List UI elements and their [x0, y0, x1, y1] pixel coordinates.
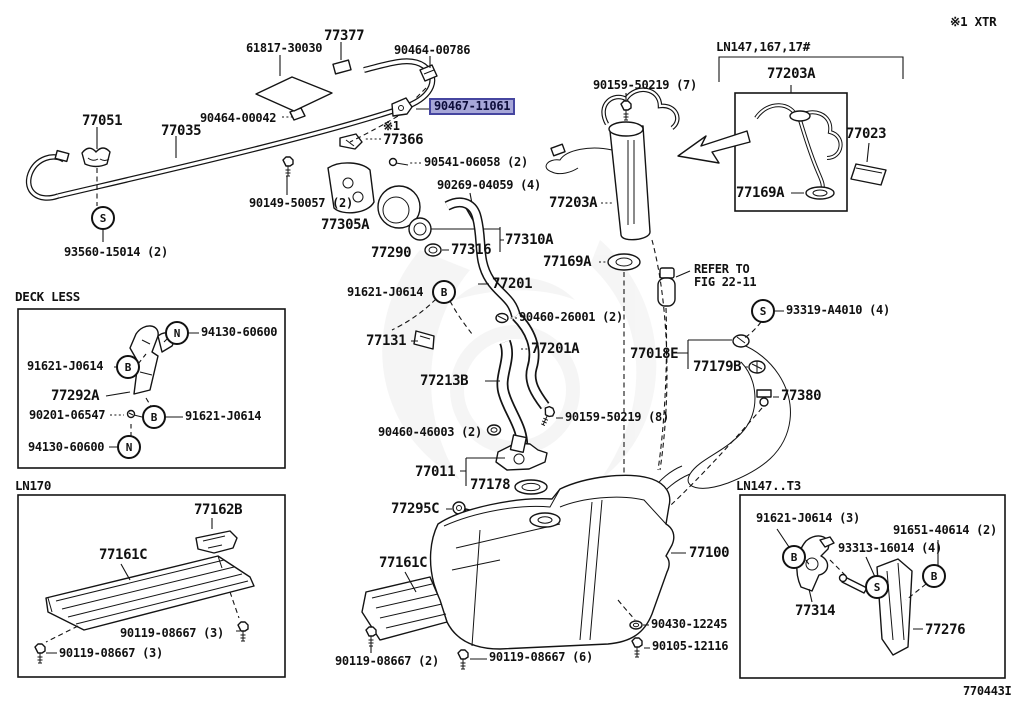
- part-label: 77169A: [543, 254, 592, 270]
- part-label: 77018E: [630, 346, 679, 362]
- part-label: 90201-06547: [29, 408, 106, 422]
- refer-note-line1: REFER TO: [694, 262, 750, 276]
- circle-marker-b: B: [432, 280, 456, 304]
- part-label: 90460-26001 (2): [519, 310, 623, 324]
- part-label: 77203A: [767, 66, 816, 82]
- filler-neck-drawing: [327, 162, 686, 554]
- part-label: 77100: [689, 545, 730, 561]
- part-label: 91651-40614 (2): [893, 523, 997, 537]
- part-label: 90460-46003 (2): [378, 425, 482, 439]
- part-label: 93560-15014 (2): [64, 245, 168, 259]
- part-label: 77131: [366, 333, 407, 349]
- ln170-shield-drawing: [34, 518, 255, 664]
- highlight-part-label[interactable]: 90467-11061: [429, 98, 516, 116]
- part-label: 94130-60600: [28, 440, 105, 454]
- part-label: 91621-J0614: [185, 409, 262, 423]
- circle-marker-b: B: [142, 405, 166, 429]
- part-label: 77203A: [549, 195, 598, 211]
- part-label: 77178: [470, 477, 511, 493]
- part-label: 90159-50219 (8): [565, 410, 669, 424]
- part-label: 77316: [451, 242, 492, 258]
- part-label: 77305A: [321, 217, 370, 233]
- part-label: 90464-00042: [200, 111, 277, 125]
- part-label: 90119-08667 (3): [59, 646, 163, 660]
- part-label: 90105-12116: [652, 639, 729, 653]
- part-label: 77213B: [420, 373, 469, 389]
- fuel-pump-drawing: [545, 87, 691, 505]
- part-label: 77290: [371, 245, 412, 261]
- part-label: 77161C: [379, 555, 428, 571]
- part-label: 77023: [846, 126, 887, 142]
- part-label: 77161C: [99, 547, 148, 563]
- part-label: 77051: [82, 113, 123, 129]
- part-label: 77276: [925, 622, 966, 638]
- circle-marker-b: B: [782, 545, 806, 569]
- circle-marker-s: S: [751, 299, 775, 323]
- section-title-ln147-t3: LN147..T3: [736, 478, 802, 493]
- part-label: 93313-16014 (4): [838, 541, 942, 555]
- section-title-ln170: LN170: [15, 478, 52, 493]
- circle-marker-n: N: [165, 321, 189, 345]
- part-label: 90119-08667 (2): [335, 654, 439, 668]
- part-label: 94130-60600: [201, 325, 278, 339]
- part-label: 90269-04059 (4): [437, 178, 541, 192]
- part-label: 91621-J0614: [347, 285, 424, 299]
- part-label: 77011: [415, 464, 456, 480]
- part-label: 77366: [383, 132, 424, 148]
- circle-marker-s: S: [865, 575, 889, 599]
- part-label: 91621-J0614 (3): [756, 511, 860, 525]
- section-title-ln147-bracket: LN147,167,17#: [716, 39, 810, 54]
- section-frames: [17, 56, 1006, 679]
- part-label: 90430-12245: [651, 617, 728, 631]
- pointer-arrow: [677, 130, 751, 164]
- part-label: 77201A: [531, 341, 580, 357]
- part-label: 77179B: [693, 359, 742, 375]
- part-label: 77169A: [736, 185, 785, 201]
- part-label: 77201: [492, 276, 533, 292]
- section-title-deck-less: DECK LESS: [15, 289, 81, 304]
- note-xtr: ※1 XTR: [950, 14, 997, 29]
- footnote-mark: ※1: [383, 119, 400, 133]
- circle-marker-s: S: [91, 206, 115, 230]
- part-label: 77162B: [194, 502, 243, 518]
- part-label: 90119-08667 (3): [120, 626, 224, 640]
- circle-marker-n: N: [117, 435, 141, 459]
- part-label: 93319-A4010 (4): [786, 303, 890, 317]
- refer-note-line2: FIG 22-11: [694, 275, 757, 289]
- part-label: 77380: [781, 388, 822, 404]
- part-label: 90149-50057 (2): [249, 196, 353, 210]
- part-label: 77295C: [391, 501, 440, 517]
- breather-pipe-drawing: [25, 42, 479, 242]
- circle-marker-b: B: [922, 564, 946, 588]
- part-label: 77035: [161, 123, 202, 139]
- part-label: 90159-50219 (7): [593, 78, 697, 92]
- part-label: 77292A: [51, 388, 100, 404]
- fuel-tank-drawing: [361, 474, 675, 670]
- part-label: 77377: [324, 28, 365, 44]
- inset-pump-drawing: [754, 103, 887, 200]
- part-label: 90464-00786: [394, 43, 471, 57]
- part-label: 91621-J0614: [27, 359, 104, 373]
- part-label: 90541-06058 (2): [424, 155, 528, 169]
- circle-marker-b: B: [116, 355, 140, 379]
- part-label: 61817-30030: [246, 41, 323, 55]
- part-label: 77314: [795, 603, 836, 619]
- part-label: 90119-08667 (6): [489, 650, 593, 664]
- diagram-code: 770443I: [963, 684, 1012, 698]
- part-label: 77310A: [505, 232, 554, 248]
